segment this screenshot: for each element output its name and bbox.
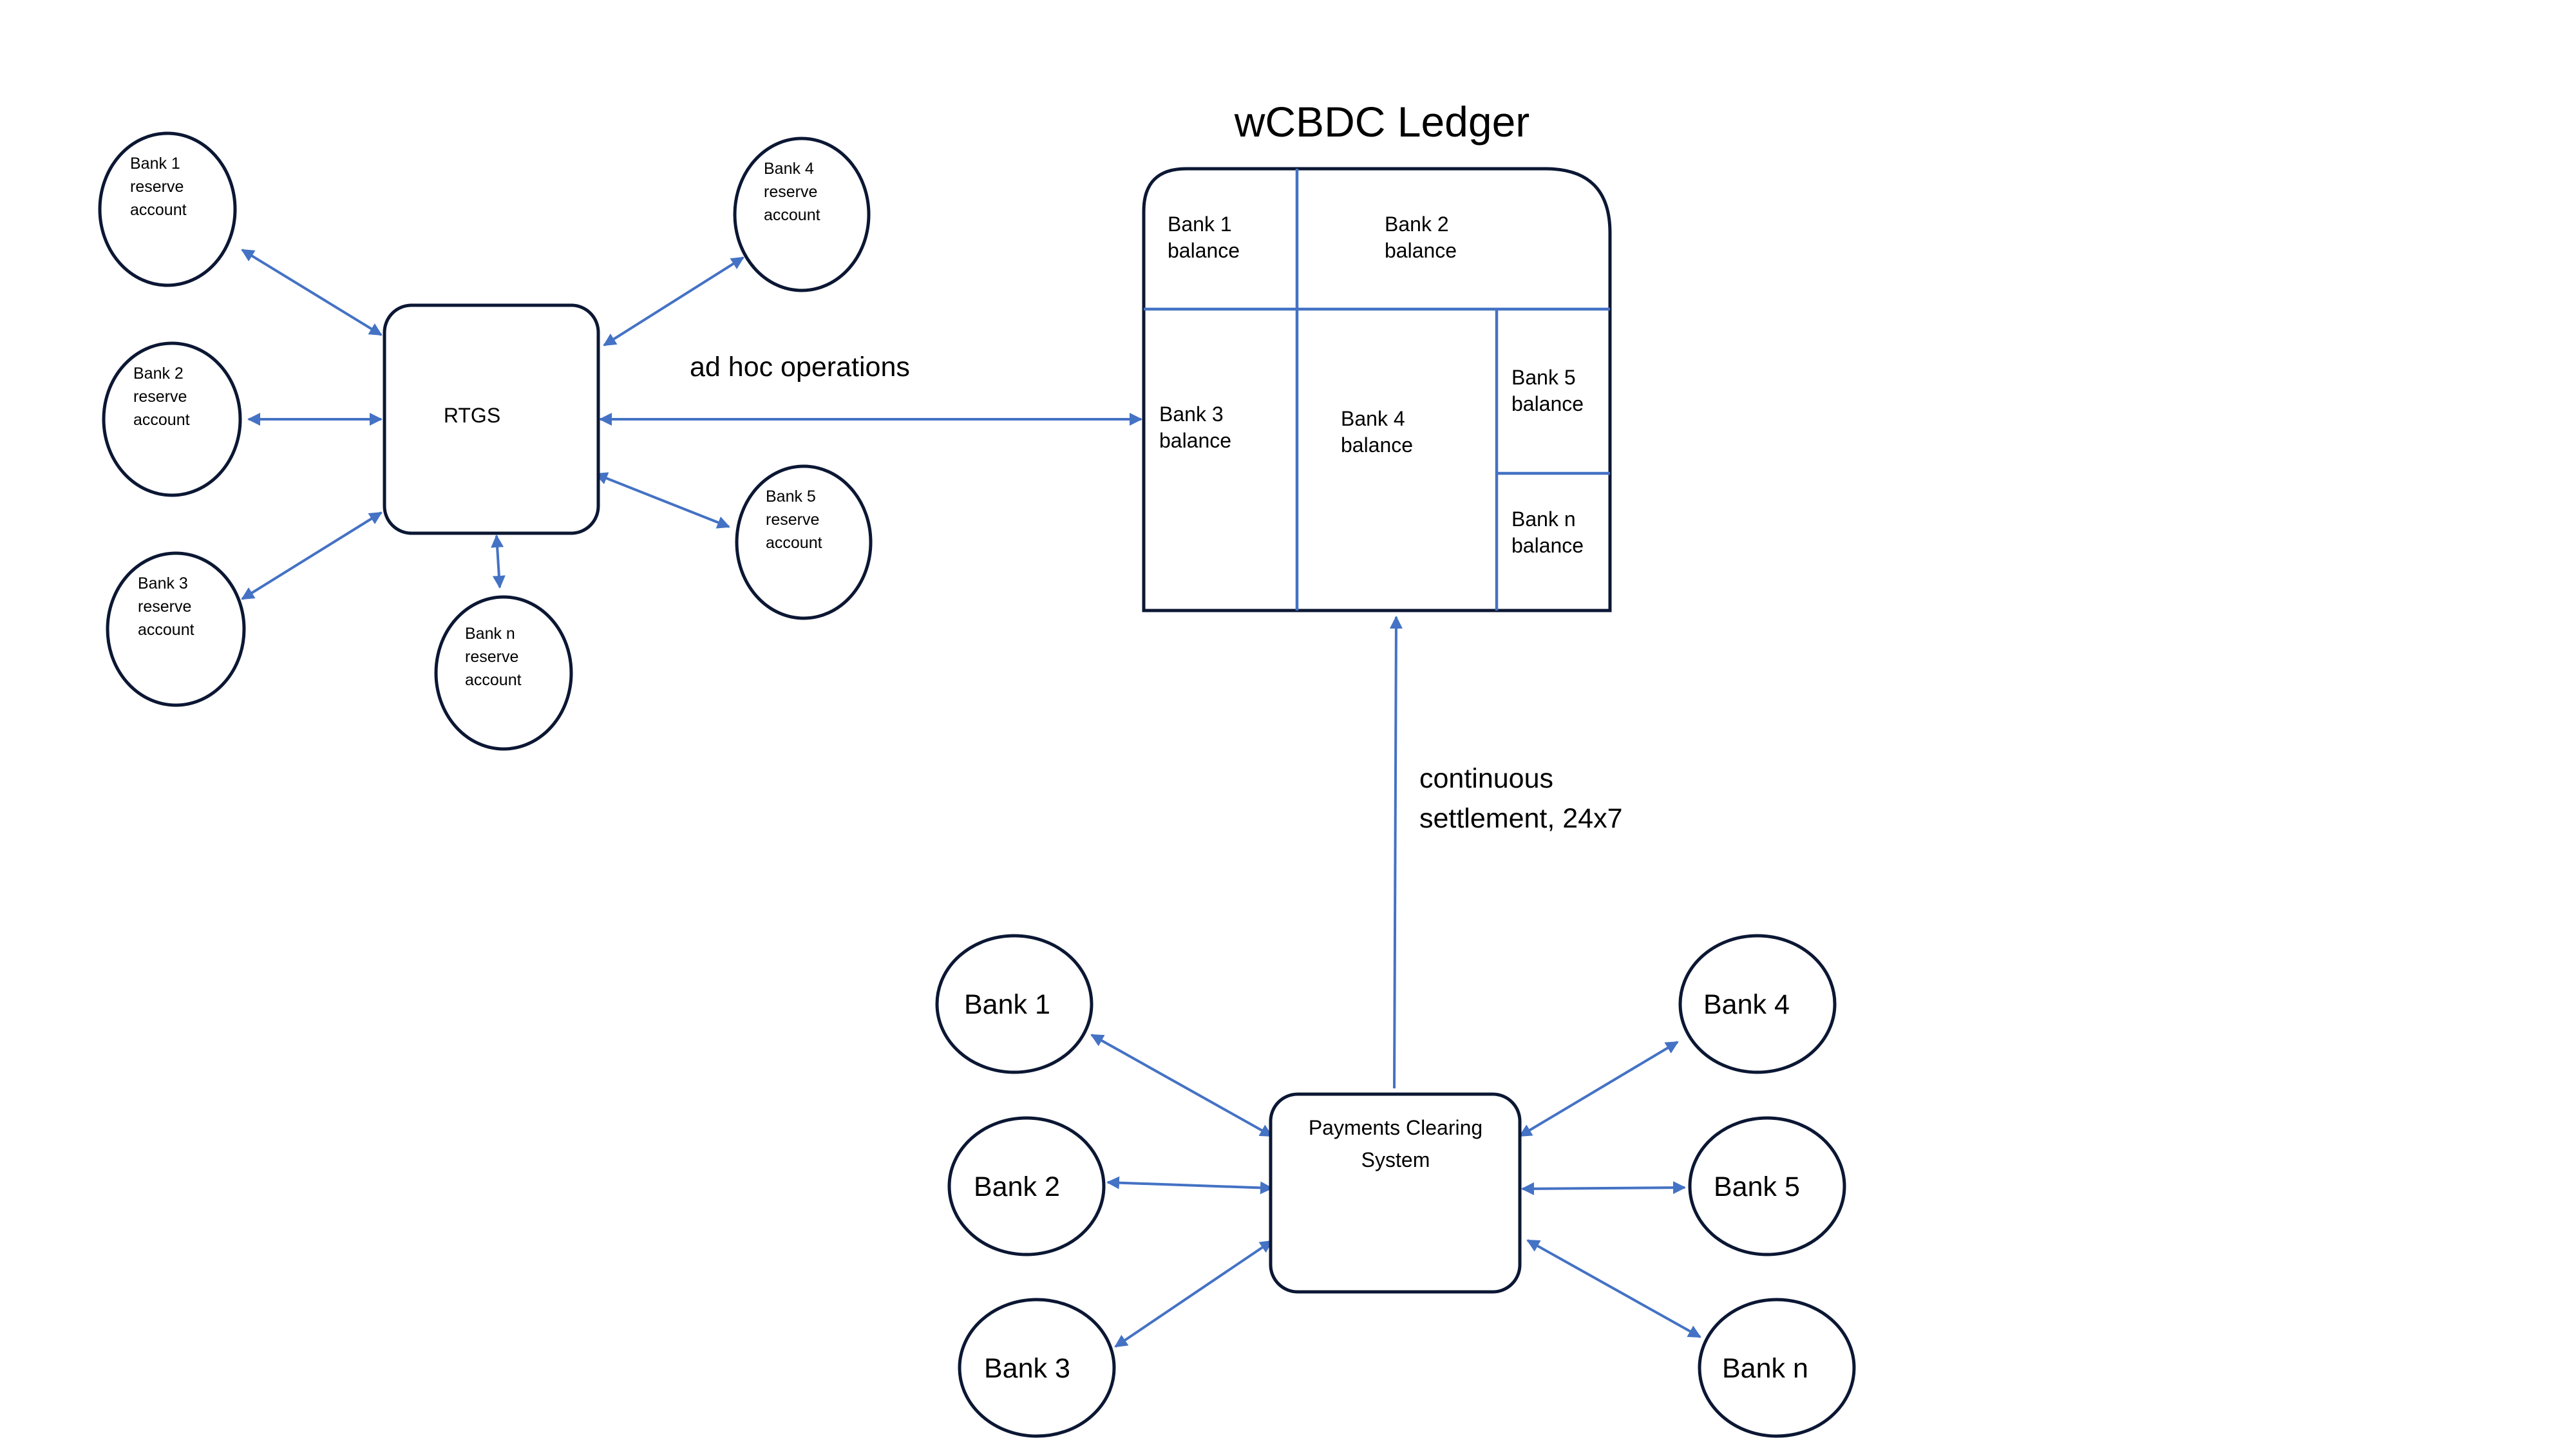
pcs-bank2: Bank 2 — [947, 1116, 1106, 1256]
pcs-bankn: Bank n — [1698, 1298, 1856, 1438]
rtgs-reserve-account-bankn: Bank n reserve account — [434, 595, 573, 751]
pcs-bank1-label: Bank 1 — [964, 989, 1050, 1020]
ledger-cell-bank3-line-2: balance — [1159, 429, 1231, 452]
reserve-account-bank1-line-1: Bank 1 — [130, 155, 180, 173]
payments-clearing-system-box — [1269, 1092, 1522, 1294]
reserve-account-bank1-line-2: reserve — [130, 178, 184, 196]
rtgs-reserve-account-bank3: Bank 3 reserve account — [106, 551, 246, 707]
pcs-label-line-1: Payments Clearing — [1309, 1116, 1482, 1139]
payments-clearing-system-node: Payments Clearing System — [1269, 1092, 1522, 1294]
pcs-bank1-ellipse — [935, 934, 1094, 1074]
settlement-label: continuous settlement, 24x7 — [1419, 763, 1623, 834]
adhoc-operations-label: ad hoc operations — [690, 352, 910, 383]
reserve-account-bankn-line-3: account — [465, 671, 522, 689]
pcs-bankn-label: Bank n — [1722, 1353, 1808, 1384]
reserve-account-bankn-ellipse — [434, 595, 573, 751]
rtgs-reserve-account-bank5: Bank 5 reserve account — [735, 464, 873, 620]
pcs-bank3-ellipse — [958, 1298, 1116, 1438]
pcs-bankn-ellipse — [1698, 1298, 1856, 1438]
rtgs-reserve-account-bank4: Bank 4 reserve account — [733, 137, 871, 292]
reserve-account-bank3-line-2: reserve — [138, 598, 191, 616]
edge-rtgs-bank4 — [603, 256, 744, 346]
rtgs-reserve-account-bank2: Bank 2 reserve account — [102, 341, 242, 497]
edge-pcs-bank4 — [1519, 1041, 1679, 1137]
ledger-cell-bank5-line-2: balance — [1511, 392, 1584, 415]
ledger-cell-bank4: Bank 4 balance — [1341, 407, 1413, 457]
reserve-account-bank2-ellipse — [102, 341, 242, 497]
pcs-label-line-2: System — [1361, 1148, 1430, 1171]
edge-rtgs-bank1 — [241, 249, 383, 336]
ledger-cell-bank1-line-2: balance — [1168, 239, 1240, 262]
edge-pcs-bankn — [1526, 1239, 1701, 1338]
reserve-account-bank3-line-1: Bank 3 — [138, 574, 188, 592]
edge-pcs-bank3 — [1114, 1240, 1273, 1348]
edge-pcs-ledger — [1389, 616, 1403, 1089]
reserve-account-bank3-ellipse — [106, 551, 246, 707]
reserve-account-bank4-line-1: Bank 4 — [764, 160, 814, 178]
ledger-cell-bank3: Bank 3 balance — [1159, 402, 1231, 452]
reserve-account-bank1-ellipse — [98, 131, 237, 287]
settlement-label-line-2: settlement, 24x7 — [1419, 803, 1623, 834]
pcs-bank5-label: Bank 5 — [1714, 1171, 1800, 1202]
reserve-account-bank5-ellipse — [735, 464, 873, 620]
reserve-account-bank5-line-3: account — [766, 534, 822, 552]
pcs-bank3: Bank 3 — [958, 1298, 1116, 1438]
pcs-bank1: Bank 1 — [935, 934, 1094, 1074]
pcs-bank2-ellipse — [947, 1116, 1106, 1256]
ledger-cell-bank4-line-2: balance — [1341, 433, 1413, 457]
edges — [241, 249, 1701, 1348]
edge-rtgs-bank5 — [594, 472, 730, 529]
pcs-bank2-label: Bank 2 — [974, 1171, 1060, 1202]
reserve-account-bank4-line-3: account — [764, 206, 820, 224]
rtgs-node: RTGS — [383, 303, 600, 535]
reserve-account-bank5-line-2: reserve — [766, 511, 819, 529]
ledger-cell-bankn-line-2: balance — [1511, 534, 1584, 557]
edge-pcs-bank2 — [1106, 1176, 1273, 1195]
ledger-cell-bank4-line-1: Bank 4 — [1341, 407, 1405, 430]
ledger-cell-bank2: Bank 2 balance — [1385, 213, 1457, 262]
pcs-bank5-ellipse — [1688, 1116, 1846, 1256]
wcbdc-ledger: wCBDC Ledger Bank 1 balance Bank 2 balan… — [1142, 98, 1612, 612]
settlement-label-line-1: continuous — [1419, 763, 1553, 794]
pcs-bank3-label: Bank 3 — [984, 1353, 1070, 1384]
reserve-account-bank4-line-2: reserve — [764, 183, 817, 201]
ledger-title: wCBDC Ledger — [1234, 98, 1530, 146]
rtgs-reserve-account-bank1: Bank 1 reserve account — [98, 131, 237, 287]
reserve-account-bank4-ellipse — [733, 137, 871, 292]
rtgs-box — [383, 303, 600, 535]
ledger-cell-bank5-line-1: Bank 5 — [1511, 366, 1576, 389]
edge-pcs-bank1 — [1090, 1034, 1273, 1137]
edge-pcs-bank5 — [1521, 1181, 1686, 1195]
rtgs-label: RTGS — [444, 404, 500, 427]
pcs-bank4: Bank 4 — [1678, 934, 1837, 1074]
ledger-cell-bank5: Bank 5 balance — [1511, 366, 1584, 415]
ledger-cell-bank3-line-1: Bank 3 — [1159, 402, 1224, 426]
reserve-account-bank5-line-1: Bank 5 — [766, 488, 816, 506]
reserve-account-bank2-line-3: account — [133, 411, 190, 429]
reserve-account-bank2-line-1: Bank 2 — [133, 365, 184, 383]
pcs-bank4-label: Bank 4 — [1703, 989, 1790, 1020]
ledger-cell-bank2-line-1: Bank 2 — [1385, 213, 1449, 236]
ledger-cell-bank1: Bank 1 balance — [1168, 213, 1240, 262]
edge-rtgs-bank3 — [241, 511, 383, 600]
reserve-account-bank2-line-2: reserve — [133, 388, 187, 406]
edge-rtgs-bankn — [491, 535, 506, 589]
ledger-cell-bank2-line-2: balance — [1385, 239, 1457, 262]
reserve-account-bankn-line-2: reserve — [465, 648, 518, 666]
ledger-cell-bankn-line-1: Bank n — [1511, 507, 1576, 531]
reserve-account-bankn-line-1: Bank n — [465, 625, 515, 643]
ledger-cell-bankn: Bank n balance — [1511, 507, 1584, 557]
reserve-account-bank3-line-3: account — [138, 621, 194, 639]
pcs-bank4-ellipse — [1678, 934, 1837, 1074]
ledger-outline — [1142, 167, 1612, 612]
reserve-account-bank1-line-3: account — [130, 201, 187, 219]
pcs-bank5: Bank 5 — [1688, 1116, 1846, 1256]
ledger-cell-bank1-line-1: Bank 1 — [1168, 213, 1232, 236]
